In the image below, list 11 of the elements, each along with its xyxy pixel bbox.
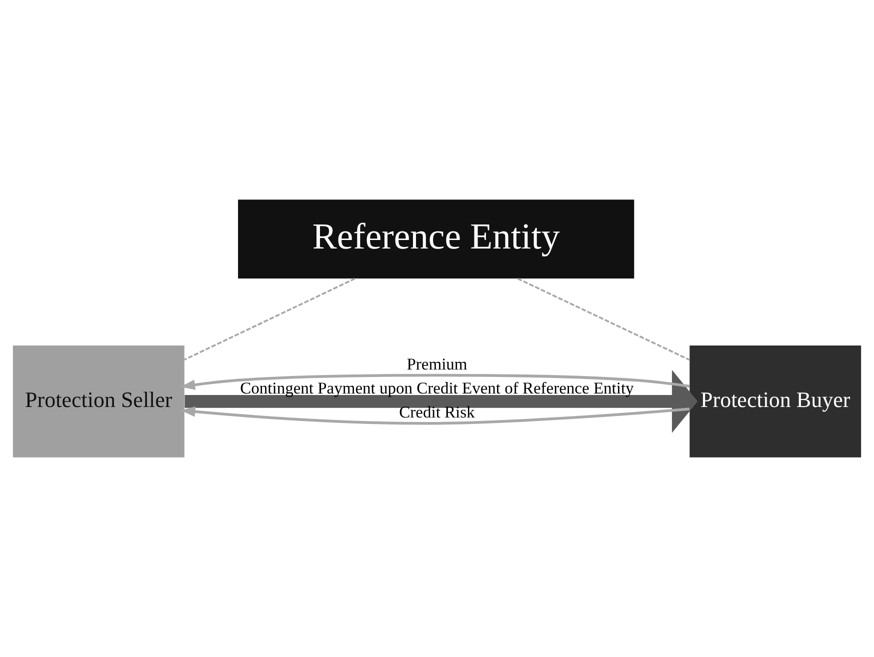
node-box: Protection Seller — [12, 345, 184, 458]
arrow — [180, 374, 690, 390]
node-box: Protection Buyer — [690, 345, 862, 458]
edge-label: Contingent Payment upon Credit Event of Reference Entity — [240, 378, 634, 398]
arrow — [184, 370, 698, 433]
arrow — [180, 406, 690, 425]
connector — [517, 278, 690, 361]
edge-label: Premium — [406, 354, 468, 374]
node-box: Reference Entity — [238, 200, 634, 279]
connector — [184, 278, 356, 360]
edge-label: Credit Risk — [399, 402, 475, 422]
